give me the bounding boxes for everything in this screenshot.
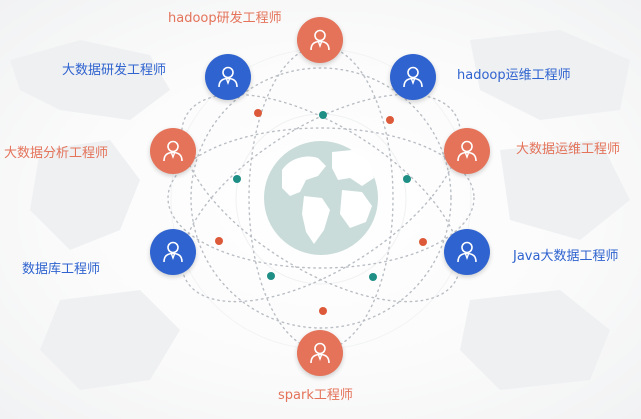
role-label-hadoop-dev: hadoop研发工程师 xyxy=(168,11,282,26)
orbit-dot xyxy=(319,307,327,315)
orbit-dot xyxy=(369,273,377,281)
orbit-dot xyxy=(233,175,241,183)
role-label-spark: spark工程师 xyxy=(278,388,353,403)
orbit-dots xyxy=(215,109,427,315)
person-icon xyxy=(403,66,423,88)
orbit-horizontal xyxy=(167,127,475,269)
person-icon xyxy=(163,140,183,162)
role-node-database xyxy=(150,229,196,275)
person-icon xyxy=(310,342,330,364)
person-icon xyxy=(163,241,183,263)
globe-icon xyxy=(264,141,378,255)
person-icon xyxy=(218,66,238,88)
person-icon xyxy=(457,140,477,162)
orbit-diagonal-b xyxy=(180,93,462,303)
orbit-dot xyxy=(254,109,262,117)
orbit-dot xyxy=(267,272,275,280)
role-node-java-bigdata xyxy=(444,229,490,275)
role-label-bigdata-ops: 大数据运维工程师 xyxy=(516,142,621,157)
orbit-dot xyxy=(419,238,427,246)
role-node-hadoop-ops xyxy=(390,54,436,100)
person-icon xyxy=(310,29,330,51)
orbit-dot xyxy=(215,237,223,245)
role-label-database: 数据库工程师 xyxy=(22,262,101,277)
role-node-spark xyxy=(297,330,343,376)
role-node-bigdata-ops xyxy=(444,128,490,174)
role-label-java-bigdata: Java大数据工程师 xyxy=(513,249,619,264)
orbit-dot xyxy=(319,111,327,119)
role-label-hadoop-ops: hadoop运维工程师 xyxy=(457,68,571,83)
role-node-bigdata-analysis xyxy=(150,128,196,174)
role-node-bigdata-dev xyxy=(205,54,251,100)
role-label-bigdata-dev: 大数据研发工程师 xyxy=(62,63,167,78)
orbit-dot xyxy=(403,175,411,183)
orbit-circle xyxy=(190,67,452,329)
world-map-background xyxy=(10,30,630,390)
role-label-bigdata-analysis: 大数据分析工程师 xyxy=(4,146,109,161)
orbit-dot xyxy=(386,116,394,124)
orbit-diagonal-a xyxy=(180,93,462,303)
role-node-hadoop-dev xyxy=(297,17,343,63)
person-icon xyxy=(457,241,477,263)
